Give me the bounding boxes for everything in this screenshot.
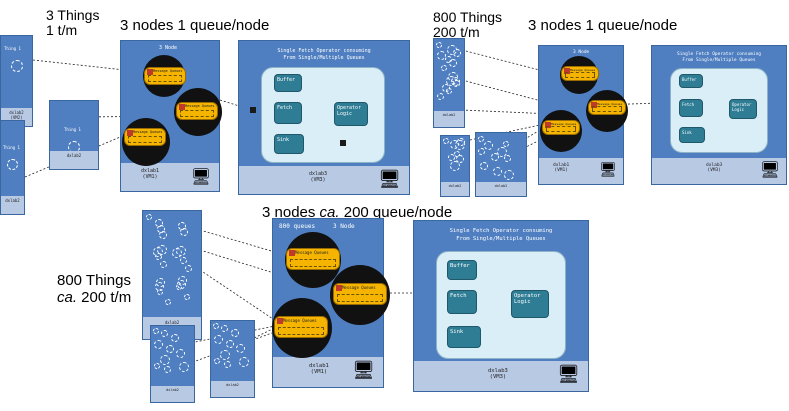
thing-icon [155,219,163,227]
tl-thing-panel-1: Thing 1 dxlab2(VM2) [0,35,33,127]
thing-icon [164,366,171,373]
thing-icon [503,141,509,147]
tl-thing-label: Thing 1 [4,46,21,51]
thing-icon [441,65,447,71]
thing-icon [153,328,159,334]
thing-icon [450,161,460,171]
tl-thing-label: Thing 1 [3,145,20,150]
queue-icon [147,69,153,75]
tl-queue-1: Message Queues [144,67,186,85]
thing-icon [478,136,484,142]
thing-icon [11,60,23,72]
tl-buffer: Buffer [274,74,302,92]
thing-icon [176,246,186,256]
thing-icon [171,334,179,342]
thing-icon [160,261,167,268]
thing-icon [497,147,507,157]
thing-icon [446,88,452,94]
thing-icon [236,344,245,353]
thing-icon [437,51,446,60]
thing-icon [436,42,442,48]
thing-icon [214,335,223,344]
thing-icon [185,265,192,272]
computer-icon: 🖥 [557,364,580,384]
computer-icon: 🖥 [599,161,617,177]
computer-icon: 🖥 [352,360,375,380]
tl-queue-3: Message Queues [124,128,166,146]
thing-icon [7,159,18,170]
thing-icon [179,362,189,372]
thing-icon [146,214,152,220]
thing-icon [449,59,457,67]
thing-icon [456,155,464,163]
thing-icon [445,56,452,63]
bottom-queues-label: 800 queues [279,223,316,230]
thing-icon [221,325,228,332]
thing-icon [161,330,168,337]
thing-icon [226,340,234,348]
computer-icon: 🖥 [759,162,780,179]
tr-title: 800 Things 200 t/m [433,9,503,40]
thing-icon [178,222,186,230]
thing-icon [176,284,182,290]
thing-icon [214,358,220,364]
tl-thing-panel-3: Thing 1 dxlab2 [0,120,25,215]
thing-icon [157,289,163,295]
thing-icon [478,148,485,155]
tl-fetch: Fetch [274,102,302,124]
thing-icon [156,278,165,287]
thing-icon [154,363,160,369]
tl-sink: Sink [274,134,304,154]
queue-icon [127,130,133,136]
bottom-heading: 3 nodes ca. 200 queue/node [262,204,453,221]
thing-icon [166,345,174,353]
thing-icon [437,93,444,100]
thing-icon [180,257,187,264]
queue-icon [179,104,185,110]
bottom-title: 800 Things ca. 200 t/m [57,272,132,306]
thing-icon [213,323,219,329]
thing-icon [454,151,460,157]
thing-icon [165,299,171,305]
thing-icon [176,349,185,358]
tl-thing-label: Thing 1 [64,127,81,132]
computer-icon: 🖥 [378,169,401,189]
tl-heading: 3 nodes 1 queue/node [120,17,270,34]
thing-icon [231,329,239,337]
thing-icon [220,350,230,360]
thing-icon [504,155,511,162]
thing-icon [480,162,488,170]
bottom-thing-panel-1: dxlab2(VM2) [142,210,202,340]
tl-queue-2: Message Queues [176,102,218,120]
thing-icon [184,294,190,300]
thing-icon [157,245,167,255]
thing-icon [239,357,249,367]
thing-icon [504,170,514,180]
thing-icon [484,141,493,150]
thing-icon [457,138,465,146]
thing-icon [448,154,455,161]
thing-icon [224,361,231,368]
tl-title-line1: 3 Things [46,7,100,23]
thing-icon [154,340,163,349]
thing-icon [155,253,162,260]
tl-thing-panel-2: Thing 1 dxlab2 [49,100,99,170]
thing-icon [453,80,460,87]
tr-heading: 3 nodes 1 queue/node [528,17,678,34]
tl-title: 3 Things 1 t/m [46,8,99,38]
thing-icon [443,138,449,144]
thing-icon [491,153,499,161]
tl-node-title: 3 Node [159,45,178,51]
thing-icon [453,49,461,57]
computer-icon: 🖥 [190,169,211,186]
thing-icon [160,355,170,365]
tl-title-line2: 1 t/m [46,22,78,38]
thing-icon [178,276,187,285]
thing-icon [493,167,502,176]
